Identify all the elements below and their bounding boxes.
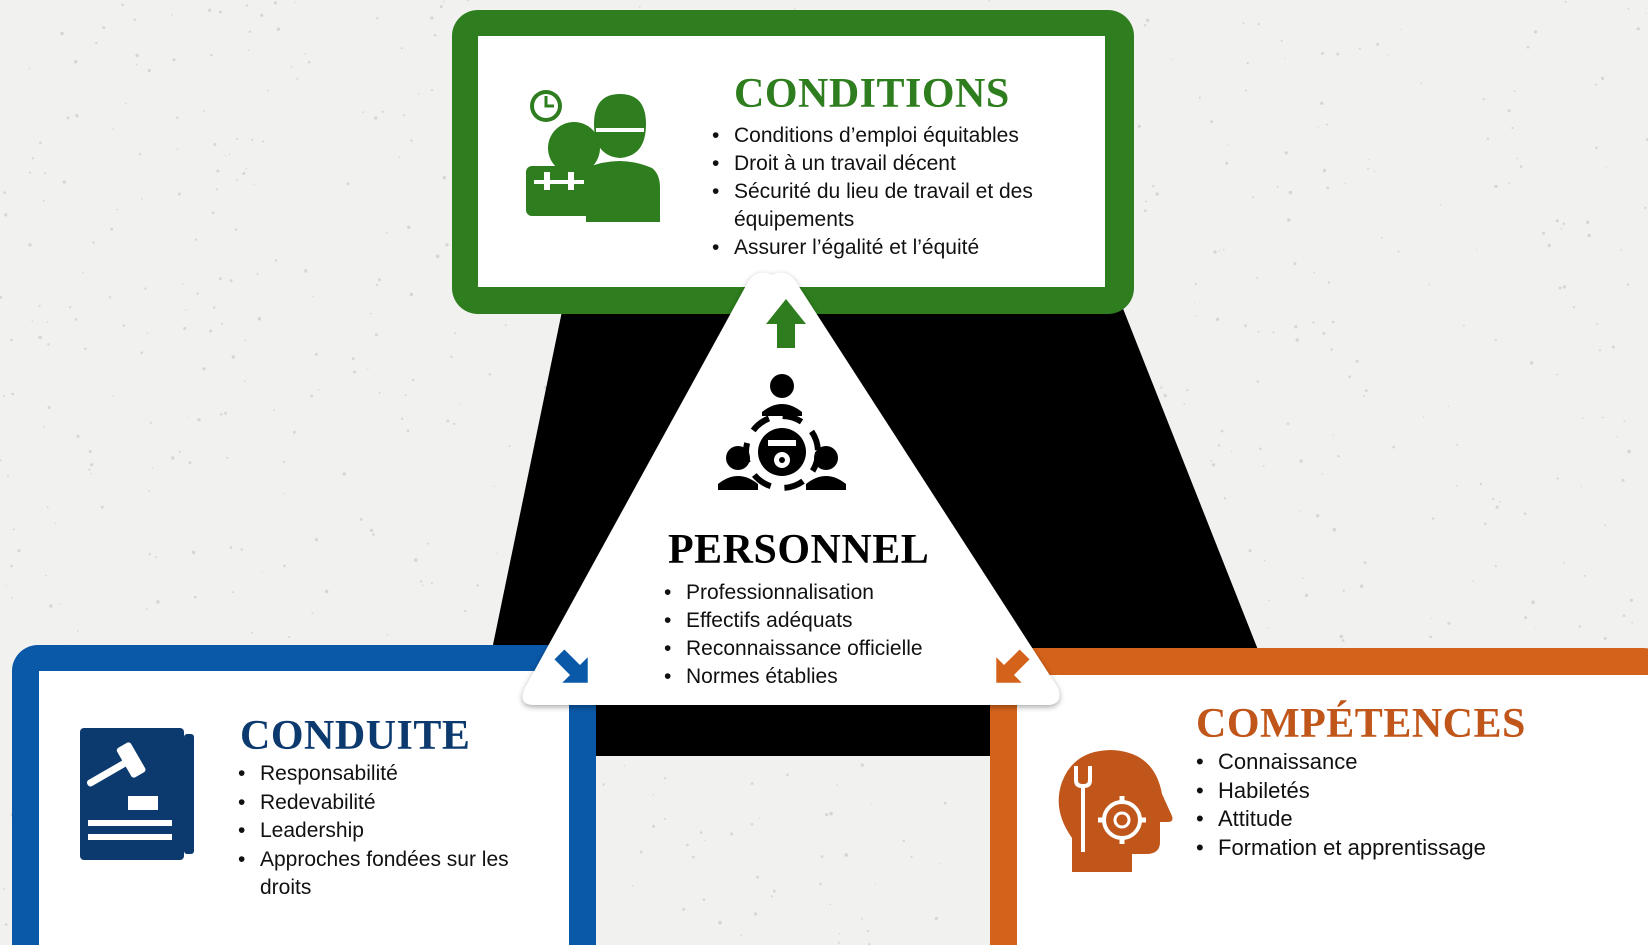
- list-item: Conditions d’emploi équitables: [712, 122, 1042, 150]
- list-item: Leadership: [238, 817, 538, 846]
- list-item: Reconnaissance officielle: [664, 635, 954, 663]
- competencies-list: Connaissance Habiletés Attitude Formatio…: [1196, 748, 1536, 862]
- gavel-book-icon: [80, 728, 194, 860]
- competencies-title: COMPÉTENCES: [1196, 701, 1526, 747]
- conduct-title: CONDUITE: [240, 713, 471, 759]
- list-item: Droit à un travail décent: [712, 150, 1042, 178]
- conditions-list: Conditions d’emploi équitables Droit à u…: [712, 122, 1042, 262]
- list-item: Habiletés: [1196, 777, 1536, 806]
- list-item: Professionnalisation: [664, 579, 954, 607]
- center-title: PERSONNEL: [668, 527, 930, 573]
- list-item: Formation et apprentissage: [1196, 834, 1536, 863]
- list-item: Effectifs adéquats: [664, 607, 954, 635]
- conditions-title: CONDITIONS: [734, 71, 1010, 117]
- worker-toolbox-clock-icon: [524, 88, 660, 222]
- conduct-list: Responsabilité Redevabilité Leadership A…: [238, 760, 538, 903]
- list-item: Normes établies: [664, 663, 954, 691]
- team-gear-icon: [718, 372, 846, 504]
- arrow-down-right-icon: [996, 649, 1030, 683]
- list-item: Approches fondées sur les droits: [238, 846, 538, 903]
- head-gear-wrench-icon: [1052, 748, 1176, 872]
- list-item: Attitude: [1196, 805, 1536, 834]
- arrow-up-icon: [766, 299, 806, 348]
- arrow-down-left-icon: [554, 649, 588, 683]
- list-item: Redevabilité: [238, 789, 538, 818]
- list-item: Connaissance: [1196, 748, 1536, 777]
- list-item: Assurer l’égalité et l’équité: [712, 234, 1042, 262]
- list-item: Responsabilité: [238, 760, 538, 789]
- list-item: Sécurité du lieu de travail et des équip…: [712, 178, 1042, 234]
- center-list: Professionnalisation Effectifs adéquats …: [664, 579, 954, 691]
